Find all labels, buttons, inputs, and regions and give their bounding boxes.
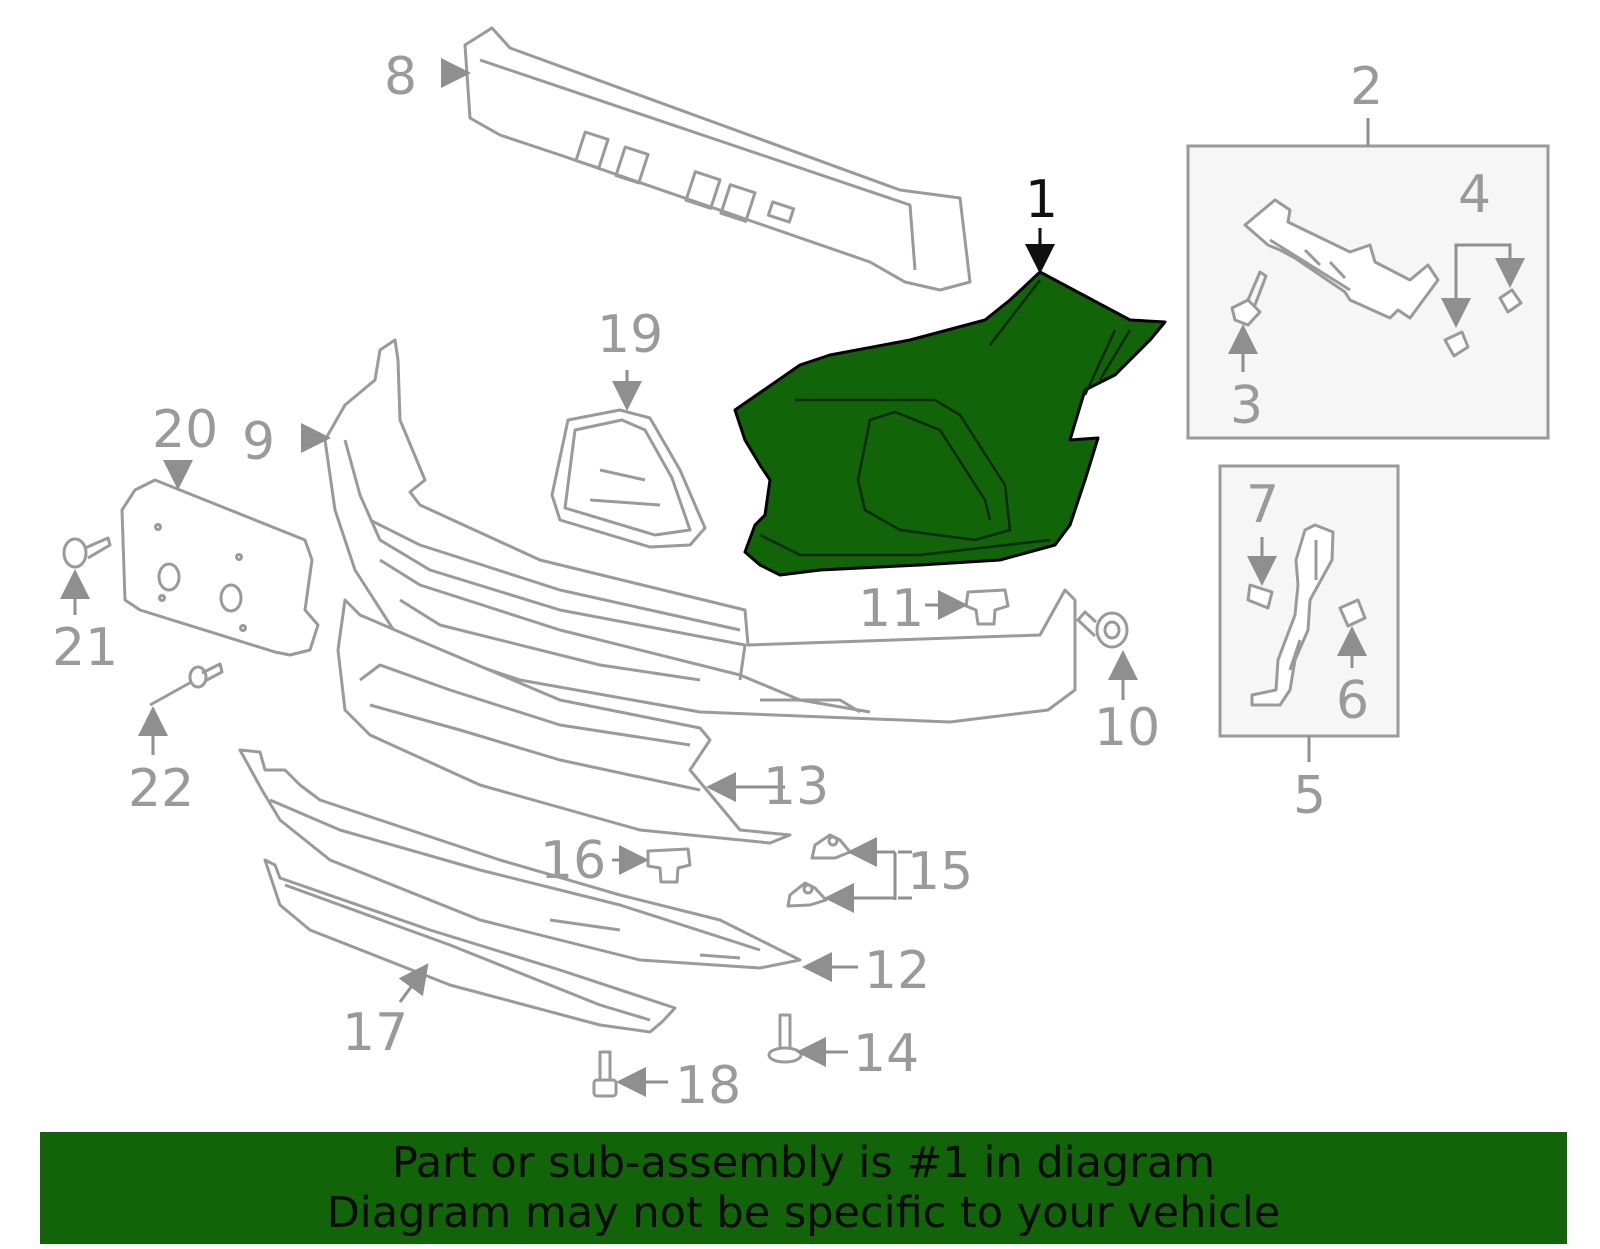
- part-20-license-bracket[interactable]: [120, 478, 320, 657]
- callout-22: 22: [128, 759, 194, 819]
- part-9-bumper-cover[interactable]: [323, 338, 1077, 724]
- callout-16: 16: [540, 831, 606, 891]
- group-box-2: [1186, 118, 1550, 440]
- part-14-bolt[interactable]: [767, 1013, 803, 1064]
- notice-banner: Part or sub-assembly is #1 in diagram Di…: [40, 1132, 1567, 1244]
- banner-line-2: Diagram may not be specific to your vehi…: [326, 1188, 1281, 1238]
- callout-8: 8: [384, 47, 417, 107]
- callout-21: 21: [52, 618, 118, 678]
- part-10-retainer[interactable]: [1076, 610, 1129, 649]
- callout-13: 13: [763, 757, 829, 817]
- callout-1: 1: [1025, 170, 1058, 230]
- part-17-skid-strip[interactable]: [263, 858, 677, 1034]
- callout-15: 15: [907, 842, 973, 902]
- group-box-5: [1218, 464, 1400, 762]
- part-13-lower-grille[interactable]: [336, 598, 792, 845]
- callout-20: 20: [152, 400, 218, 460]
- part-18-bolt[interactable]: [592, 1050, 618, 1098]
- part-15-nuts[interactable]: [786, 833, 852, 908]
- callout-11: 11: [858, 579, 924, 639]
- callout-9: 9: [242, 412, 275, 472]
- callout-12: 12: [864, 941, 930, 1001]
- callout-14: 14: [853, 1024, 919, 1084]
- callout-2: 2: [1350, 57, 1383, 117]
- callout-17: 17: [342, 1003, 408, 1063]
- callout-10: 10: [1094, 698, 1160, 758]
- part-11-clip[interactable]: [964, 588, 1010, 626]
- banner-line-1: Part or sub-assembly is #1 in diagram: [391, 1138, 1216, 1188]
- leader-arrows: [60, 58, 1138, 1097]
- callout-18: 18: [675, 1056, 741, 1116]
- callout-3: 3: [1230, 376, 1263, 436]
- part-21-screw[interactable]: [62, 536, 112, 569]
- callout-4: 4: [1458, 165, 1491, 225]
- part-8-reinforcement[interactable]: [463, 26, 972, 292]
- callout-5: 5: [1293, 766, 1326, 826]
- part-12-valance[interactable]: [238, 748, 802, 970]
- callout-19: 19: [597, 305, 663, 365]
- callout-7: 7: [1246, 475, 1279, 535]
- part-22-push-pin[interactable]: [149, 662, 224, 707]
- part-16-clip[interactable]: [646, 847, 692, 884]
- part-1-highlighted-fascia[interactable]: [733, 270, 1167, 577]
- part-19-bezel[interactable]: [550, 408, 707, 549]
- callout-6: 6: [1336, 671, 1369, 731]
- parts-diagram: 1 2 3 4 5 6 7 8 9 10 11 12 13 14 15 16 1…: [52, 26, 1550, 1116]
